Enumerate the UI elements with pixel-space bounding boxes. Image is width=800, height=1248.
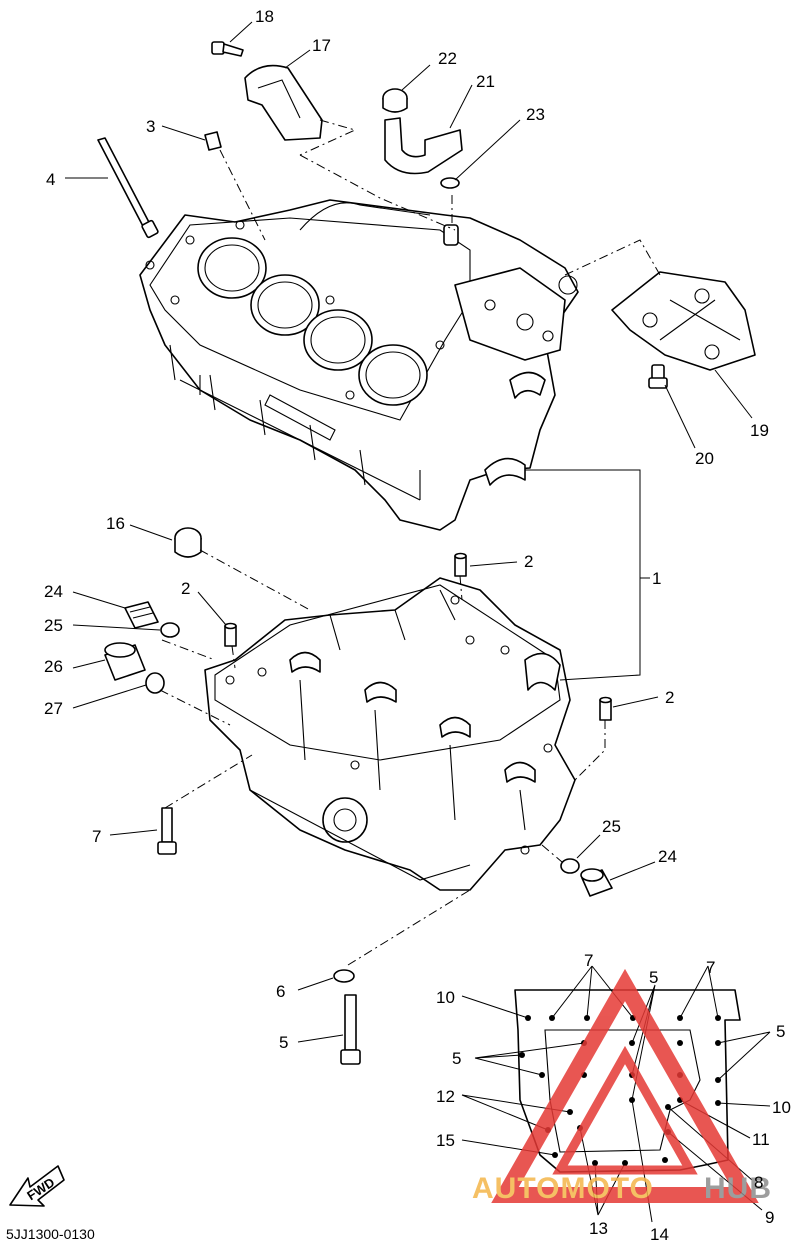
bolt-pattern-inset — [514, 989, 741, 1173]
callout-18: 18 — [255, 7, 274, 26]
callout-2-c: 2 — [665, 688, 674, 707]
dowel-2-b — [224, 622, 237, 647]
dowel-3 — [204, 131, 222, 151]
bolt-20 — [648, 364, 668, 389]
callout-15: 15 — [436, 1131, 455, 1150]
callout-14: 14 — [650, 1225, 669, 1244]
lower-crankcase — [204, 577, 576, 891]
callout-2-b: 2 — [181, 579, 190, 598]
callout-24-b: 24 — [658, 847, 677, 866]
callout-7-c: 7 — [706, 958, 715, 977]
watermark-triangle — [491, 968, 759, 1203]
callout-labels: 18 17 3 4 22 21 23 19 20 16 2 1 2 24 25 … — [44, 7, 791, 1244]
watermark-text-automoto: AUTOMOTO — [472, 1172, 654, 1205]
callout-21: 21 — [476, 72, 495, 91]
clip-23 — [440, 177, 460, 189]
callout-25-b: 25 — [602, 817, 621, 836]
callout-10-b: 10 — [772, 1098, 791, 1117]
callout-5-c: 5 — [776, 1022, 785, 1041]
callout-17: 17 — [312, 36, 331, 55]
alignment-lines — [159, 119, 661, 966]
callout-10-a: 10 — [436, 988, 455, 1007]
dowel-2-a — [454, 552, 467, 577]
callout-24-a: 24 — [44, 582, 63, 601]
callout-12: 12 — [436, 1087, 455, 1106]
callout-16: 16 — [106, 514, 125, 533]
stud-4 — [97, 137, 159, 239]
callout-6: 6 — [276, 982, 285, 1001]
plate-19 — [611, 271, 756, 371]
washer-6 — [333, 969, 355, 983]
jet-24-a — [124, 601, 159, 629]
upper-crankcase — [139, 199, 579, 531]
callout-5-a: 5 — [279, 1033, 288, 1052]
o-ring-25-b — [560, 858, 580, 874]
plug-16 — [174, 527, 202, 558]
callout-20: 20 — [695, 449, 714, 468]
callout-22: 22 — [438, 49, 457, 68]
clamp-22 — [382, 88, 408, 113]
watermark-logo: AUTOMOTO HUB — [472, 968, 772, 1205]
callout-2-a: 2 — [524, 552, 533, 571]
callout-5-b: 5 — [649, 968, 658, 987]
watermark-text-hub: HUB — [704, 1172, 772, 1205]
jet-26 — [104, 642, 146, 681]
document-code: 5JJ1300-0130 — [6, 1226, 95, 1242]
callout-19: 19 — [750, 421, 769, 440]
callout-1: 1 — [652, 569, 661, 588]
bolt-18 — [211, 41, 244, 57]
bolt-7 — [157, 807, 177, 855]
jet-24-b — [580, 868, 613, 897]
hose-21 — [384, 117, 463, 175]
callout-9: 9 — [765, 1208, 774, 1227]
callout-23: 23 — [526, 105, 545, 124]
cover-17 — [244, 64, 323, 141]
callout-7-a: 7 — [92, 827, 101, 846]
callout-4: 4 — [46, 170, 55, 189]
callout-8: 8 — [754, 1173, 763, 1192]
callout-27: 27 — [44, 699, 63, 718]
o-ring-27 — [145, 672, 165, 694]
callout-26: 26 — [44, 657, 63, 676]
callout-5-d: 5 — [452, 1049, 461, 1068]
callout-13: 13 — [589, 1219, 608, 1238]
callout-25-a: 25 — [44, 616, 63, 635]
dowel-2-c — [599, 696, 612, 721]
callout-3: 3 — [146, 117, 155, 136]
callout-11: 11 — [752, 1130, 770, 1149]
bolt-5 — [340, 994, 361, 1065]
o-ring-25-a — [160, 622, 180, 638]
callout-7-b: 7 — [584, 951, 593, 970]
fwd-arrow: FWD — [9, 1165, 65, 1207]
